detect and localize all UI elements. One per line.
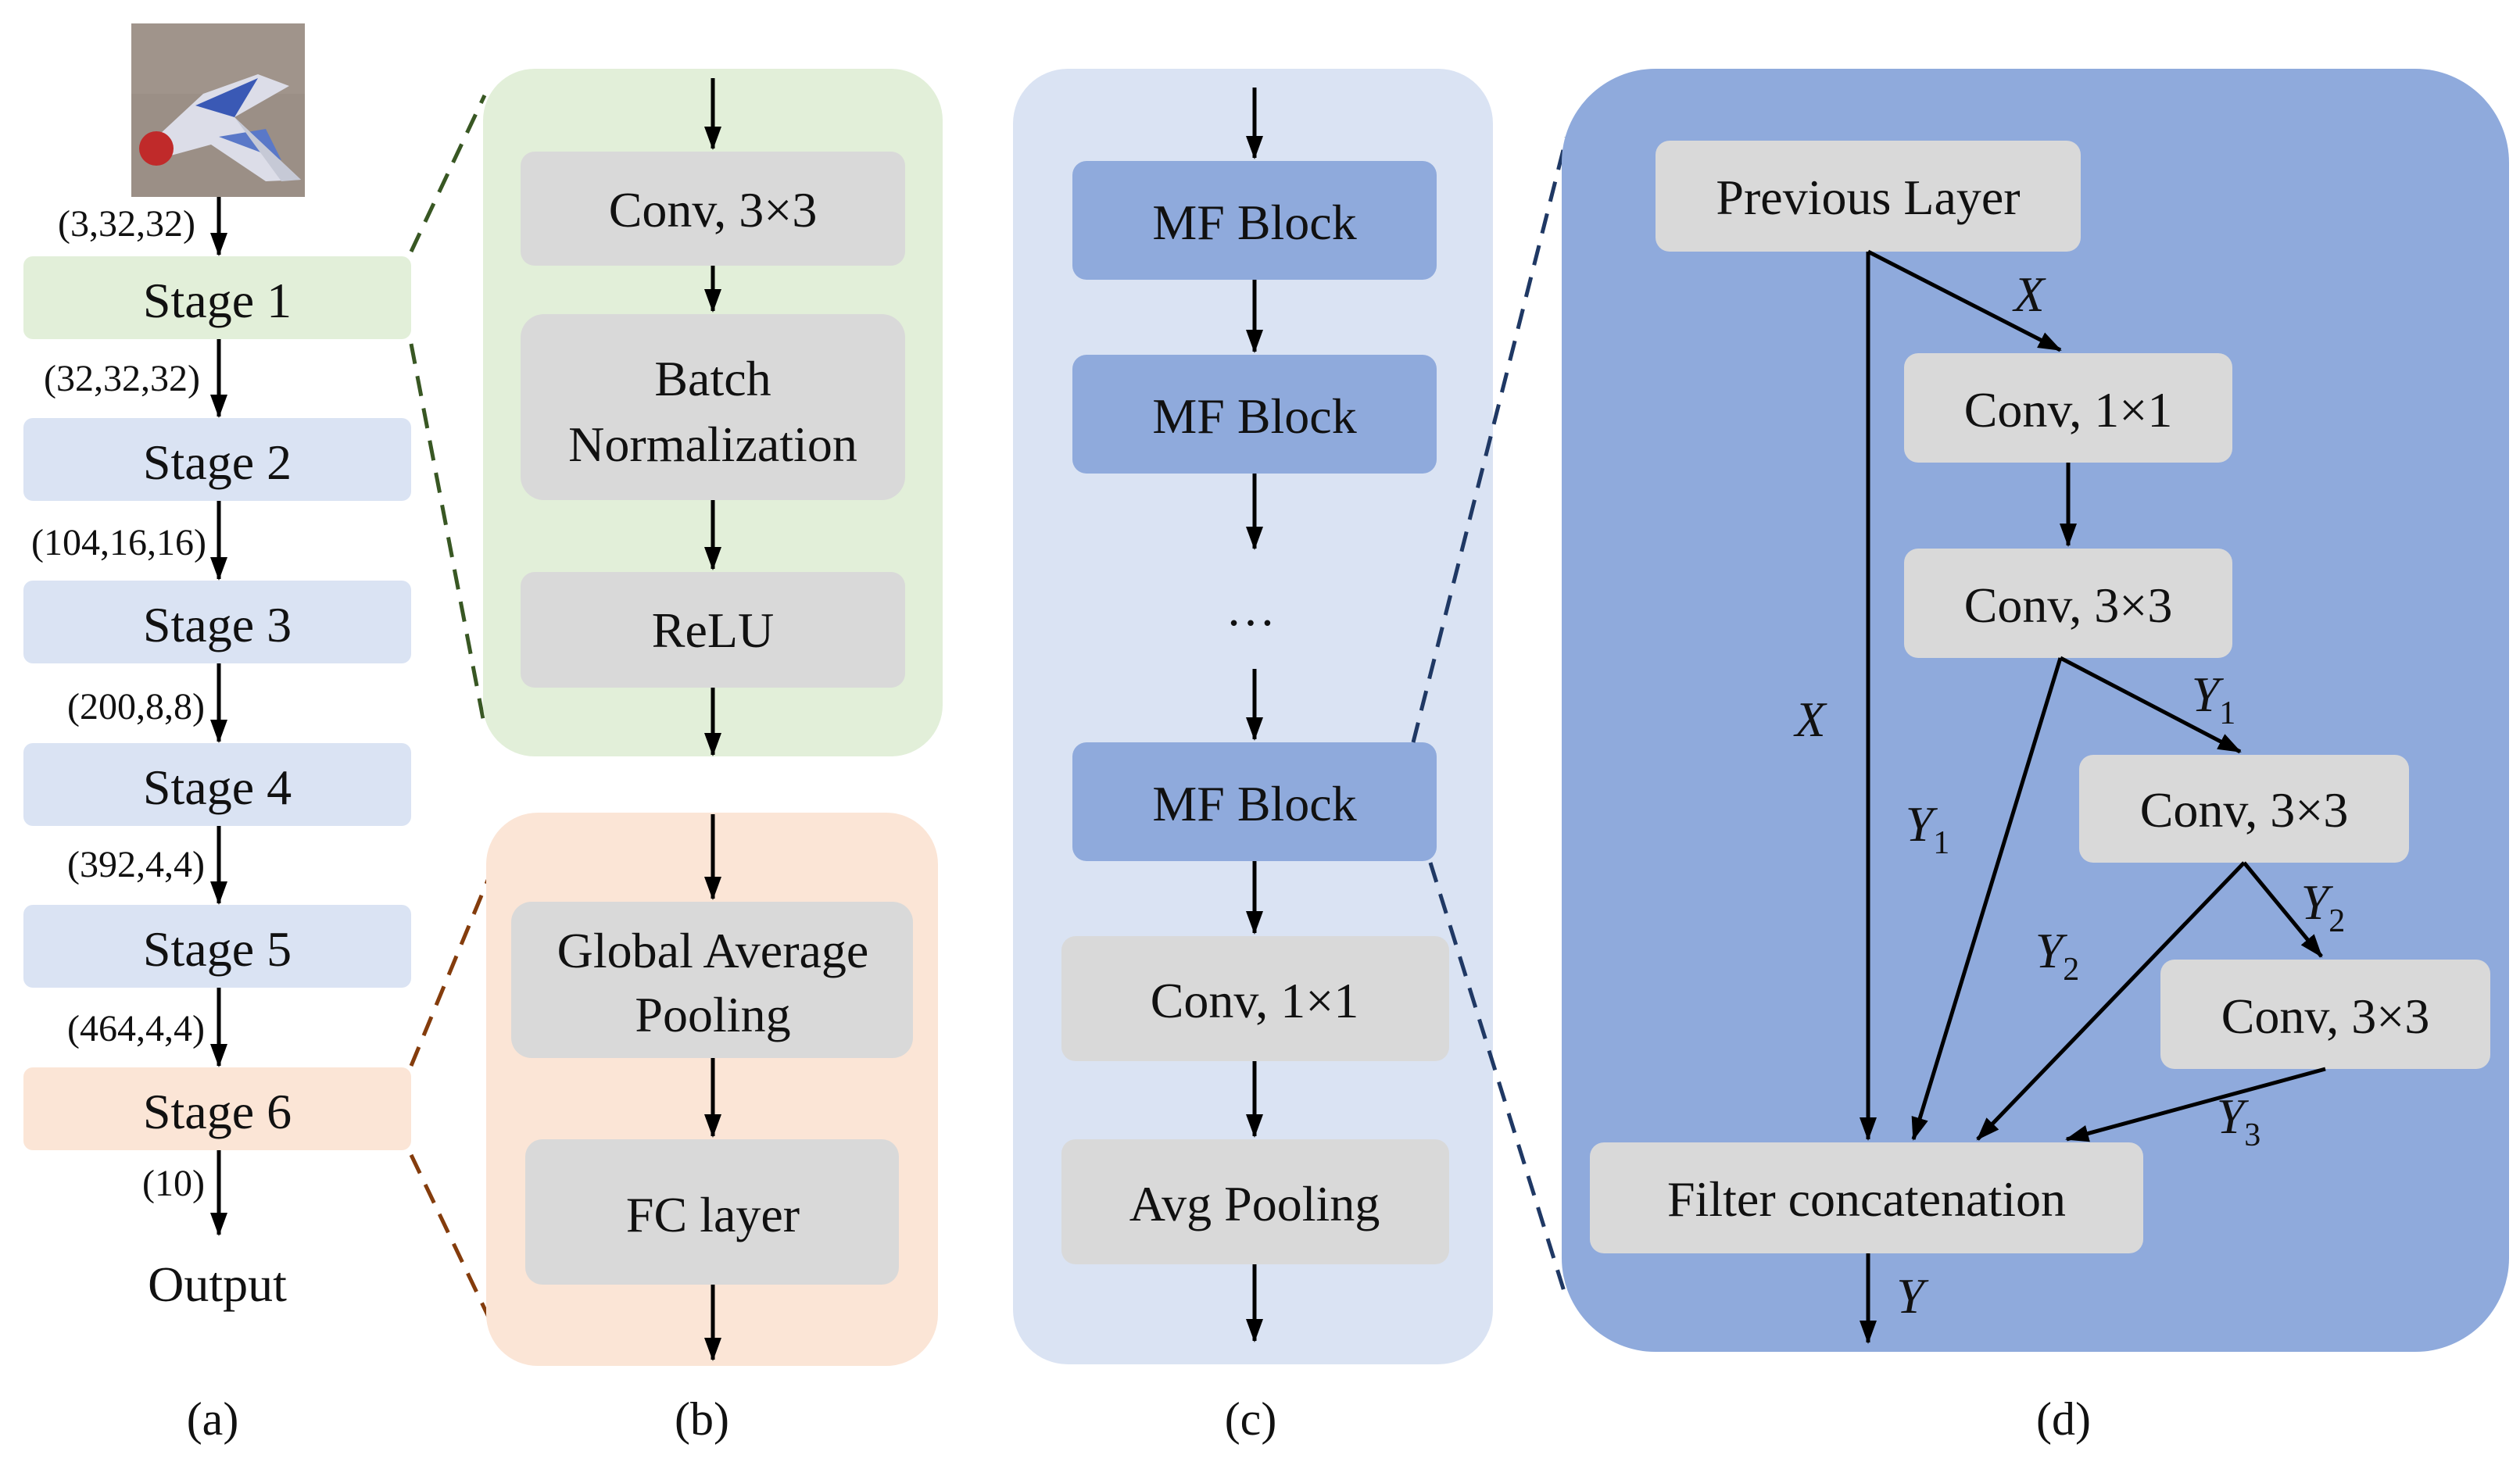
arrow-y2-to-concat: [1976, 861, 2246, 1141]
label-y1-right: Y1: [2192, 667, 2236, 731]
conv3x3-label: Conv, 3×3: [609, 182, 818, 238]
label-y1-left: Y1: [1906, 796, 1950, 861]
conv3x3-label-1: Conv, 3×3: [1964, 577, 2173, 633]
caption-a: (a): [187, 1393, 239, 1445]
gap-label-line1: Global Average: [557, 923, 869, 978]
mf-block-2: [1072, 355, 1437, 474]
label-y3: Y3: [2217, 1088, 2261, 1153]
avg-pooling-label: Avg Pooling: [1129, 1176, 1380, 1231]
dim-label-1: (32,32,32): [44, 358, 200, 399]
stage-5-box: [23, 905, 411, 988]
arrow-y1-to-conv3x3-2: [2059, 656, 2242, 754]
conv1x1-label-c: Conv, 1×1: [1151, 973, 1359, 1028]
normalization-label: Normalization: [568, 416, 857, 472]
stage-4-box: [23, 743, 411, 826]
stage-3-label: Stage 3: [143, 597, 292, 652]
connector-mf-top: [1411, 137, 1569, 743]
mf-block-1-label: MF Block: [1152, 195, 1356, 250]
filter-concat-box: [1590, 1142, 2143, 1253]
caption-c: (c): [1225, 1393, 1277, 1445]
fc-label: FC layer: [626, 1187, 800, 1242]
arrow-x-to-conv1x1: [1867, 249, 2062, 352]
relu-layer: [521, 572, 905, 688]
previous-layer-label: Previous Layer: [1716, 170, 2020, 225]
mf-block-2-label: MF Block: [1152, 388, 1356, 444]
arrow-y2-to-conv3x3-3: [2243, 861, 2323, 958]
mf-block-1: [1072, 161, 1437, 280]
ellipsis-label: …: [1226, 581, 1276, 636]
stage-3-box: [23, 581, 411, 663]
panel-d: Previous Layer Conv, 1×1 Conv, 3×3 Conv,…: [1562, 69, 2509, 1445]
relu-label: ReLU: [652, 602, 774, 658]
airplane-thumbnail: [131, 23, 305, 197]
arrow-y3-to-concat: [2065, 1067, 2326, 1142]
conv3x3-label-3: Conv, 3×3: [2221, 988, 2430, 1044]
label-y2-left: Y2: [2035, 923, 2080, 988]
label-y2-right: Y2: [2301, 874, 2346, 939]
label-x-left: X: [1792, 692, 1827, 747]
stage-6-label: Stage 6: [143, 1084, 292, 1139]
filter-concat-label: Filter concatenation: [1667, 1171, 2066, 1227]
mf-block-3-label: MF Block: [1152, 776, 1356, 831]
conv3x3-label-2: Conv, 3×3: [2140, 782, 2349, 838]
dim-label-2: (104,16,16): [31, 522, 206, 563]
connector-mf-bottom: [1428, 862, 1569, 1299]
label-x-top: X: [2011, 266, 2046, 322]
conv1x1-box-d: [1904, 353, 2232, 463]
mf-block-3: [1072, 742, 1437, 861]
connector-stage6-bottom: [409, 1153, 496, 1330]
stage-1-label: Stage 1: [143, 273, 292, 328]
dim-label-5: (464,4,4): [67, 1008, 205, 1049]
gap-label-line2: Pooling: [635, 987, 790, 1042]
panel-b: Conv, 3×3 Batch Normalization ReLU Globa…: [483, 69, 943, 1445]
connector-stage1-top: [409, 94, 487, 253]
gap-layer: [511, 902, 913, 1058]
dim-label-3: (200,8,8): [67, 686, 205, 727]
dim-label-0: (3,32,32): [58, 203, 195, 245]
arrow-y1-to-concat: [1911, 657, 2063, 1141]
conv1x1-layer-c: [1061, 936, 1449, 1061]
dim-label-4: (392,4,4): [67, 844, 205, 885]
batchnorm-layer: [521, 314, 905, 500]
conv3x3-box-2: [2079, 755, 2409, 863]
previous-layer-box: [1656, 141, 2081, 252]
stage-5-label: Stage 5: [143, 921, 292, 977]
caption-d: (d): [2036, 1393, 2091, 1445]
batch-label: Batch: [654, 351, 771, 406]
caption-b: (b): [675, 1393, 729, 1445]
conv3x3-box-3: [2160, 960, 2490, 1069]
conv1x1-label-d: Conv, 1×1: [1964, 382, 2173, 438]
stage-2-label: Stage 2: [143, 434, 292, 490]
output-label: Output: [148, 1256, 287, 1312]
stage-2-box: [23, 418, 411, 501]
stage-1-box: [23, 256, 411, 339]
stage-4-label: Stage 4: [143, 760, 292, 815]
label-y-output: Y: [1896, 1268, 1929, 1324]
stage-6-box: [23, 1067, 411, 1150]
dim-label-6: (10): [142, 1163, 205, 1204]
panel-c: MF Block MF Block … MF Block Conv, 1×1 A…: [1013, 69, 1493, 1445]
connector-stage1-bottom: [409, 343, 487, 727]
conv3x3-layer: [521, 152, 905, 266]
connector-stage6-top: [409, 868, 495, 1067]
fc-layer: [525, 1139, 899, 1285]
conv3x3-box-1: [1904, 549, 2232, 658]
avg-pooling-layer: [1061, 1139, 1449, 1264]
panel-a: Stage 1 Stage 2 Stage 3 Stage 4 Stage 5 …: [23, 23, 411, 1445]
